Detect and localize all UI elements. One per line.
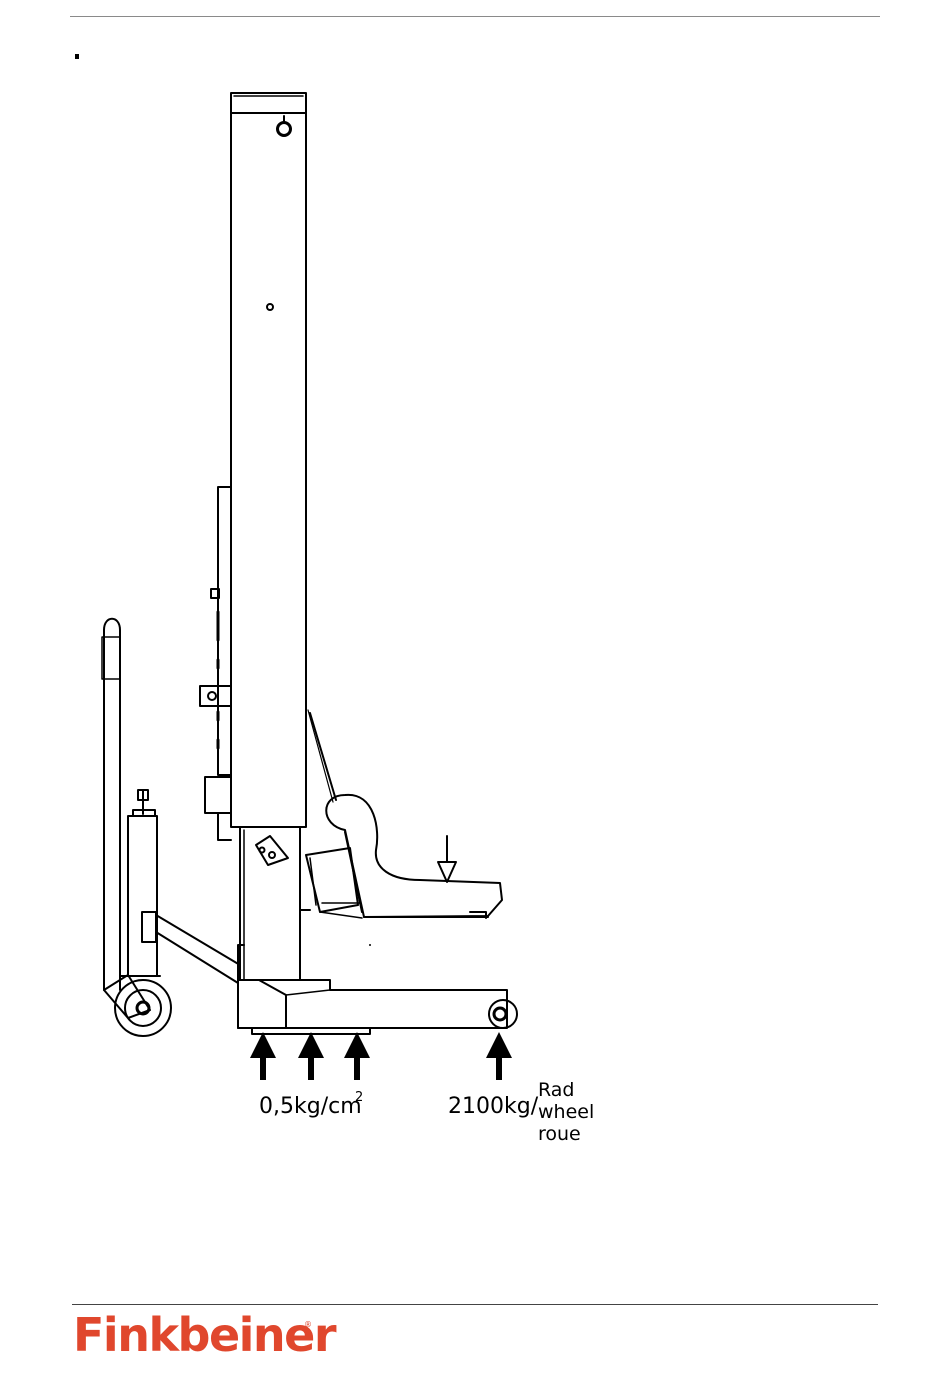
hydraulic-cylinder xyxy=(120,790,160,976)
base-chassis xyxy=(238,945,507,1034)
brand-logo: Finkbeiner xyxy=(73,1312,335,1358)
footer-rule xyxy=(72,1304,878,1305)
brand-registered-mark: ® xyxy=(304,1320,312,1329)
reaction-arrow xyxy=(250,1032,276,1080)
wheel-word-fr: roue xyxy=(538,1123,581,1145)
wheel-load-label: 2100kg/ xyxy=(448,1094,539,1119)
support-arrows xyxy=(250,1032,512,1080)
reaction-arrow xyxy=(486,1032,512,1080)
reaction-arrow xyxy=(298,1032,324,1080)
load-arrow xyxy=(438,836,456,882)
control-panel xyxy=(200,487,231,840)
figure-labels: 0,5kg/cm 2 2100kg/ Rad wheel roue xyxy=(259,1079,594,1145)
base-wheel xyxy=(489,1000,517,1028)
pressure-label: 0,5kg/cm xyxy=(259,1094,362,1119)
reaction-arrow xyxy=(344,1032,370,1080)
drawbar xyxy=(102,619,240,990)
carriage xyxy=(240,827,310,980)
wheel-word-de: Rad xyxy=(538,1079,575,1101)
lifting-fork xyxy=(306,710,502,918)
wheel-word-en: wheel xyxy=(538,1101,594,1123)
pressure-exponent: 2 xyxy=(355,1090,363,1105)
caster-wheel xyxy=(104,975,171,1036)
lift-column xyxy=(231,93,306,827)
